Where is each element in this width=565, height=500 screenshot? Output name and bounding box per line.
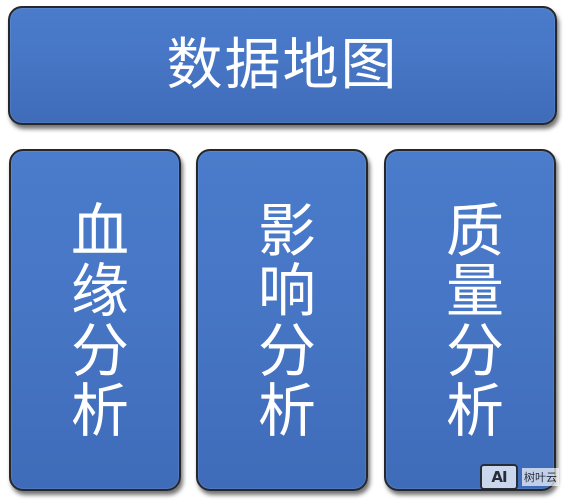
quality-analysis-label: 质量分析 [436, 200, 504, 440]
quality-analysis-box: 质量分析 [384, 149, 556, 491]
impact-analysis-label: 影响分析 [248, 200, 316, 440]
data-map-label: 数据地图 [166, 32, 399, 98]
lineage-analysis-label: 血缘分析 [61, 200, 129, 440]
ai-logo-icon: AI [480, 464, 518, 490]
watermark: AI 树叶云 [480, 464, 559, 490]
impact-analysis-box: 影响分析 [196, 149, 368, 491]
data-map-box: 数据地图 [8, 6, 557, 125]
lineage-analysis-box: 血缘分析 [9, 149, 181, 491]
watermark-text: 树叶云 [522, 468, 559, 486]
